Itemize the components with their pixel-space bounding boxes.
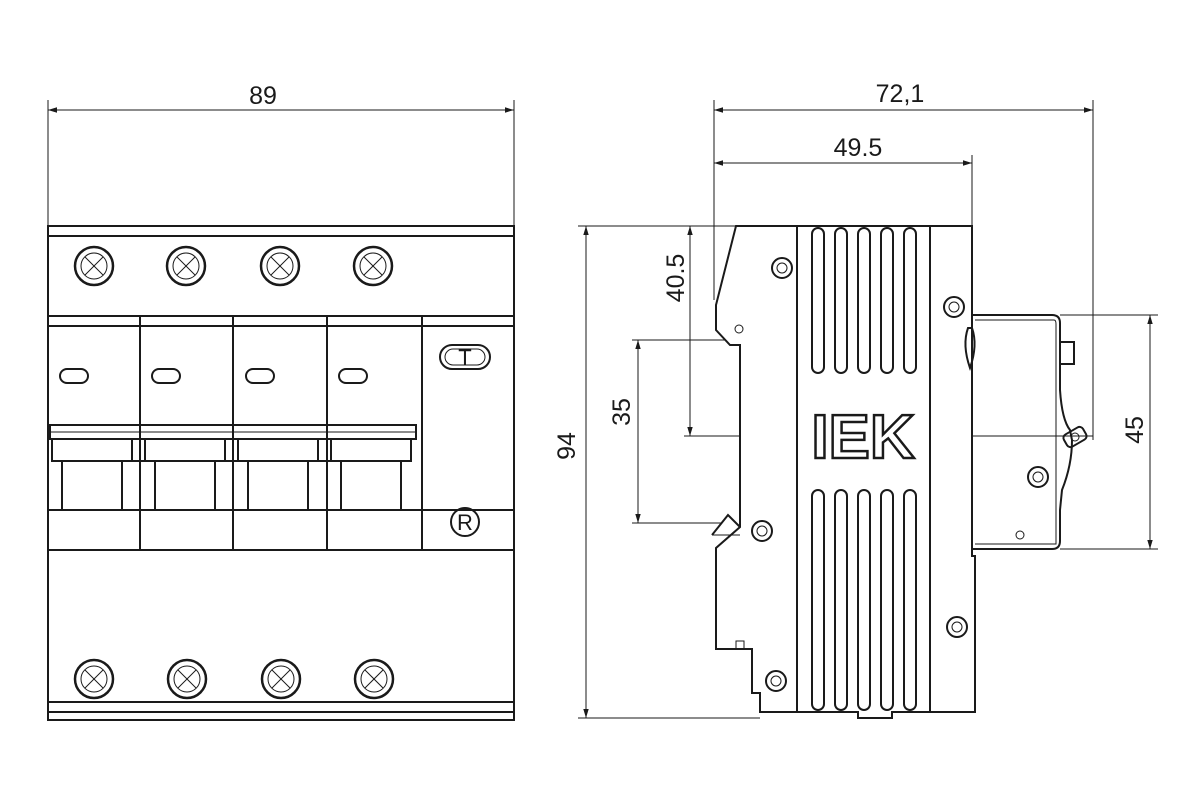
front-housing: [972, 314, 1074, 550]
terminal-screw-icon: [259, 245, 301, 287]
din-latch: [711, 513, 741, 536]
lever-pin-icon: [1062, 425, 1088, 449]
pole-panels: T R: [48, 315, 514, 551]
side-screw-icon: [1027, 466, 1049, 488]
test-button-icon: T: [439, 344, 491, 370]
side-body-outline: [715, 225, 976, 719]
indicator-window: [151, 368, 181, 384]
terminal-screw-icon: [352, 245, 394, 287]
dim-side-depth-total-label: 72,1: [876, 80, 925, 108]
side-view: 72,1 49.5 94 40.5 35: [553, 80, 1158, 719]
terminal-screw-icon: [165, 245, 207, 287]
test-button-label: T: [458, 345, 471, 370]
cooling-ribs-top: [811, 227, 917, 374]
small-hole: [734, 324, 744, 334]
registered-mark-icon: R: [450, 507, 480, 537]
side-screw-icon: [765, 670, 787, 692]
cooling-ribs-bottom: [811, 489, 917, 711]
terminal-screw-icon: [353, 658, 395, 700]
dim-side-depth-front: 49.5: [714, 134, 973, 226]
front-body-outline: [47, 225, 515, 721]
small-hole: [1015, 530, 1025, 540]
dim-side-depth-front-label: 49.5: [834, 134, 883, 162]
terminal-screw-icon: [166, 658, 208, 700]
bottom-terminals: [73, 658, 395, 700]
dim-side-depth-total: 72,1: [713, 80, 1094, 440]
side-screw-icon: [943, 296, 965, 318]
indicator-window: [338, 368, 368, 384]
dim-front-window: 45: [1060, 314, 1158, 550]
terminal-screw-icon: [73, 658, 115, 700]
dim-rail-offset-label: 40.5: [662, 254, 690, 303]
dim-side-height-total-label: 94: [553, 432, 581, 460]
side-screw-icon: [751, 520, 773, 542]
terminal-screw-icon: [73, 245, 115, 287]
dim-front-width-label: 89: [249, 82, 277, 110]
dim-front-window-label: 45: [1121, 416, 1149, 444]
registered-mark-label: R: [457, 510, 473, 535]
terminal-screw-icon: [260, 658, 302, 700]
side-screw-icon: [771, 257, 793, 279]
toggle-lever: [964, 327, 976, 372]
test-knob: [1059, 341, 1075, 365]
front-view: 89: [47, 82, 515, 721]
side-screw-icon: [946, 616, 968, 638]
dim-rail-width-label: 35: [608, 398, 636, 426]
dim-rail-width: 35: [608, 339, 742, 524]
indicator-window: [245, 368, 275, 384]
dim-side-height-total: 94: [553, 225, 760, 719]
dim-front-width: 89: [47, 82, 515, 225]
brand-logo: IEK: [811, 403, 915, 472]
indicator-window: [59, 368, 89, 384]
top-terminals: [73, 245, 394, 287]
toggle-handle: [49, 424, 417, 511]
latch-tab: [735, 640, 745, 650]
